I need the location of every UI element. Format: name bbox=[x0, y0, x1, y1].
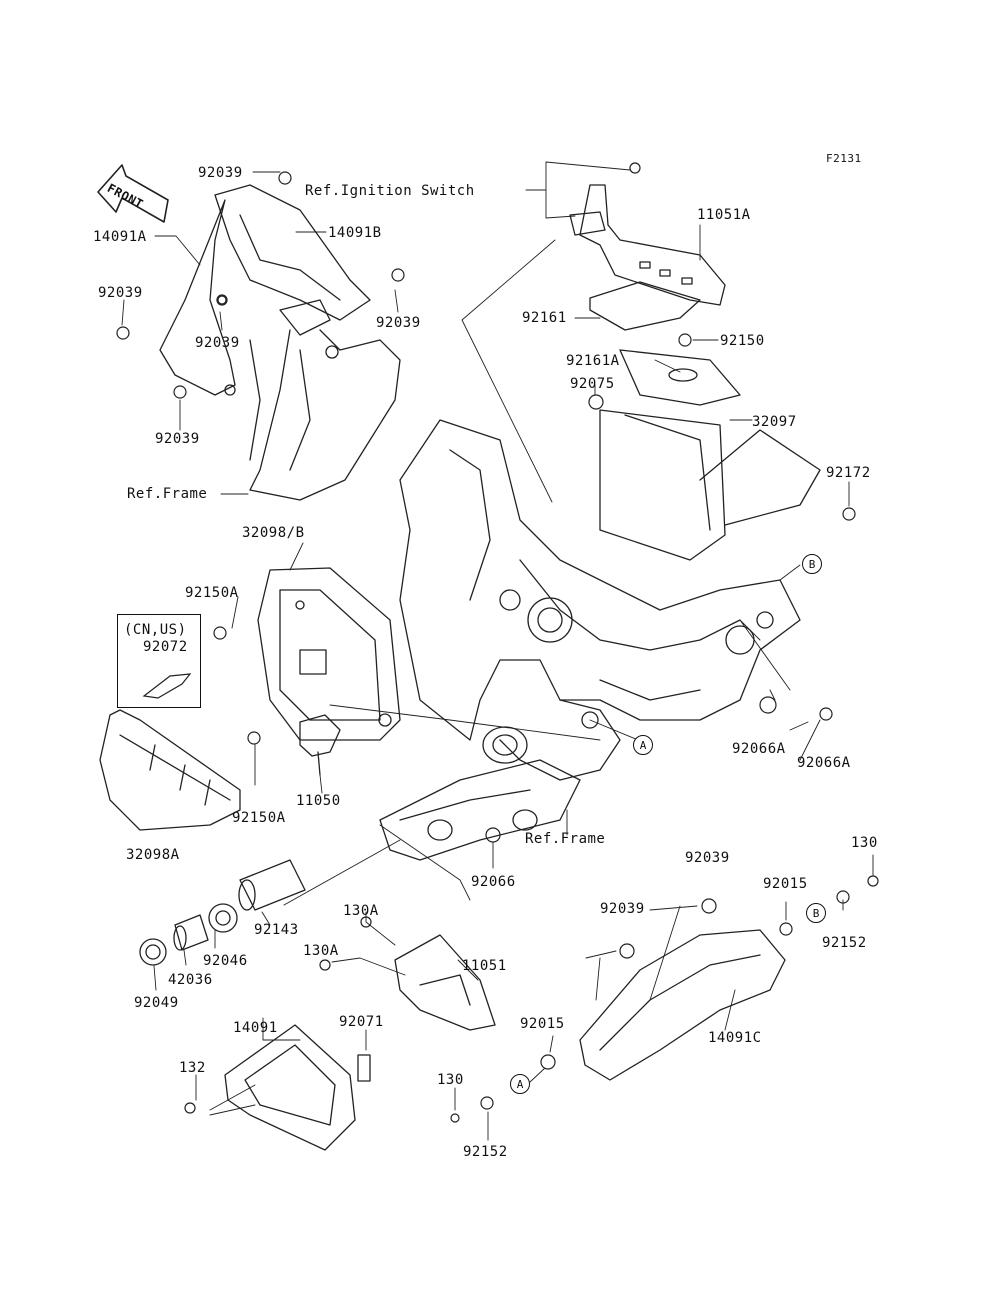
swing-arm-link bbox=[379, 726, 581, 861]
part-14091b: 14091B bbox=[328, 225, 382, 241]
part-92150a: 92150A bbox=[232, 810, 286, 826]
part-11050: 11050 bbox=[296, 793, 341, 809]
part-92150: 92150 bbox=[720, 333, 765, 349]
part-130a: 130A bbox=[343, 903, 379, 919]
figure-code: F2131 bbox=[826, 152, 862, 165]
part-92039: 92039 bbox=[98, 285, 143, 301]
frame-head bbox=[249, 299, 401, 501]
cover-14091 bbox=[224, 1024, 371, 1151]
part-92039: 92039 bbox=[155, 431, 200, 447]
variant-box-title: (CN,US) bbox=[124, 622, 187, 638]
part-92046: 92046 bbox=[203, 953, 248, 969]
part-92066a: 92066A bbox=[732, 741, 786, 757]
callout-b-upper: B bbox=[802, 554, 822, 574]
front-arrow-icon bbox=[97, 164, 169, 223]
part-92152: 92152 bbox=[822, 935, 867, 951]
cover-32098a bbox=[99, 709, 241, 831]
cover-32098b bbox=[257, 567, 401, 741]
part-92150a: 92150A bbox=[185, 585, 239, 601]
main-frame bbox=[399, 419, 801, 781]
part-14091c: 14091C bbox=[708, 1030, 762, 1046]
callout-a-lower: A bbox=[510, 1074, 530, 1094]
part-14091: 14091 bbox=[233, 1020, 278, 1036]
part-92066: 92066 bbox=[471, 874, 516, 890]
part-32098a: 32098A bbox=[126, 847, 180, 863]
part-92039: 92039 bbox=[685, 850, 730, 866]
part-130: 130 bbox=[851, 835, 878, 851]
part-92015: 92015 bbox=[520, 1016, 565, 1032]
ref-ignition-switch: Ref.Ignition Switch bbox=[305, 183, 475, 199]
part-32098b: 32098/B bbox=[242, 525, 305, 541]
part-130: 130 bbox=[437, 1072, 464, 1088]
bearings-92046-42036-92049 bbox=[139, 903, 238, 966]
sensor-11050 bbox=[299, 714, 341, 776]
part-92049: 92049 bbox=[134, 995, 179, 1011]
bolts bbox=[116, 162, 879, 1123]
variant-box bbox=[117, 614, 201, 708]
part-132: 132 bbox=[179, 1060, 206, 1076]
part-32097: 32097 bbox=[752, 414, 797, 430]
ref-frame-center: Ref.Frame bbox=[525, 831, 606, 847]
clip-icon bbox=[142, 673, 192, 699]
callout-b-lower: B bbox=[806, 903, 826, 923]
part-92161: 92161 bbox=[522, 310, 567, 326]
part-92143: 92143 bbox=[254, 922, 299, 938]
part-14091a: 14091A bbox=[93, 229, 147, 245]
cover-14091c bbox=[579, 929, 786, 1081]
cover-14091a-14091b bbox=[159, 184, 371, 396]
ref-frame-left: Ref.Frame bbox=[127, 486, 208, 502]
part-92152: 92152 bbox=[463, 1144, 508, 1160]
part-92161a: 92161A bbox=[566, 353, 620, 369]
part-92066a: 92066A bbox=[797, 755, 851, 771]
part-92075: 92075 bbox=[570, 376, 615, 392]
part-92039: 92039 bbox=[600, 901, 645, 917]
bracket-11051a bbox=[569, 184, 726, 331]
part-92015: 92015 bbox=[763, 876, 808, 892]
part-92039: 92039 bbox=[198, 165, 243, 181]
part-92172: 92172 bbox=[826, 465, 871, 481]
battery-case-32097 bbox=[599, 349, 821, 561]
part-42036: 42036 bbox=[168, 972, 213, 988]
part-92039: 92039 bbox=[376, 315, 421, 331]
bracket-11051 bbox=[394, 934, 496, 1031]
part-92071: 92071 bbox=[339, 1014, 384, 1030]
part-92039: 92039 bbox=[195, 335, 240, 351]
part-11051a: 11051A bbox=[697, 207, 751, 223]
callout-a-upper: A bbox=[633, 735, 653, 755]
variant-box-part: 92072 bbox=[143, 639, 188, 655]
leader-lines bbox=[121, 161, 874, 1141]
part-11051: 11051 bbox=[462, 958, 507, 974]
pipe-92143 bbox=[238, 859, 306, 911]
part-130a: 130A bbox=[303, 943, 339, 959]
